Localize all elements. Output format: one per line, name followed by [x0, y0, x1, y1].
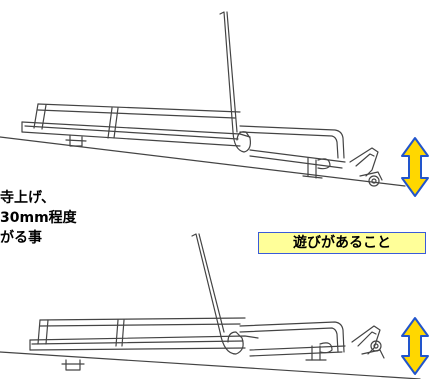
cart-drawing-top [0, 11, 406, 187]
cart-deck-bottom [29, 317, 259, 371]
cart-frame-bottom [239, 321, 346, 361]
hitch-clamp-top [349, 147, 383, 187]
cart-deck-top [21, 103, 251, 147]
hitch-clamp-bottom [351, 325, 385, 359]
ground-line-bottom [0, 351, 421, 379]
cart-handle-top [219, 11, 251, 153]
note-line-1: 寺上げ、 [0, 190, 56, 206]
cart-handle-bottom [191, 233, 244, 355]
lift-note: 寺上げ、 30mm程度 がる事 [0, 188, 77, 248]
cart-frame-top [239, 125, 346, 179]
note-line-2: 30mm程度 [0, 210, 77, 226]
ground-line-top [0, 136, 406, 187]
play-callout-label: 遊びがあること [258, 232, 426, 254]
cart-drawing-bottom [0, 233, 421, 379]
double-arrow-bottom [401, 317, 429, 375]
note-line-3: がる事 [0, 230, 42, 246]
double-arrow-top [401, 137, 429, 197]
